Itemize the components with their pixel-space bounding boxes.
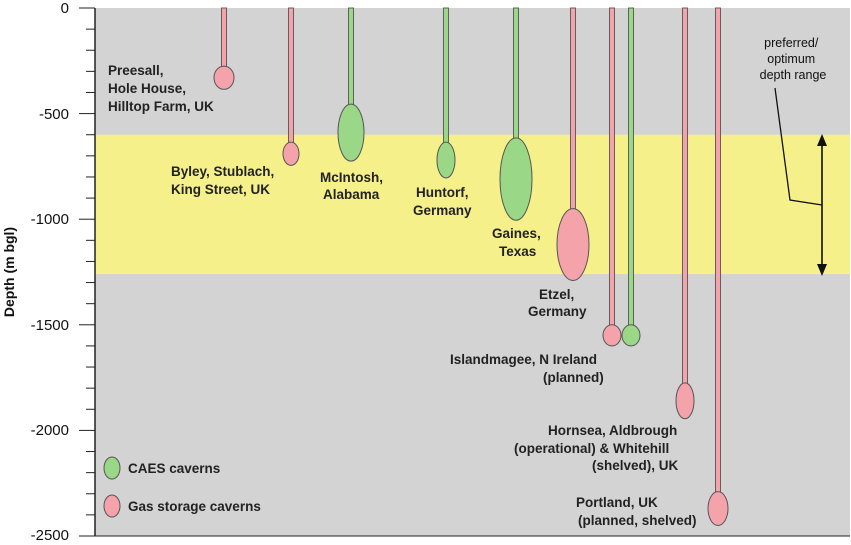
y-tick-label-0: 0 [61, 0, 69, 17]
cavern-shaft-islandmagee-caes [628, 7, 634, 328]
cavern-shaft-mcintosh [348, 7, 354, 107]
cavern-etzel [556, 208, 590, 281]
label-preesall: Preesall, Hole House, Hilltop Farm, UK [108, 63, 214, 114]
y-tick-label-1000: -1000 [31, 211, 69, 228]
label-hornsea: Hornsea, Aldbrough (operational) & White… [514, 423, 681, 473]
cavern-islandmagee-gas [602, 324, 622, 347]
label-huntorf: Huntorf, Germany [413, 185, 472, 218]
cavern-islandmagee-caes [621, 324, 641, 347]
band-note-leader [774, 87, 823, 206]
legend-gas-swatch [103, 494, 121, 518]
label-etzel: Etzel, Germany [528, 287, 587, 319]
y-tick-label-1500: -1500 [31, 317, 69, 334]
cavern-shaft-islandmagee-gas [609, 7, 615, 328]
cavern-mcintosh [337, 103, 365, 162]
cavern-shaft-portland [715, 7, 721, 495]
y-axis-title: Depth (m bgl) [1, 227, 17, 317]
y-tick-label-500: -500 [39, 106, 69, 123]
legend-caes-label: CAES caverns [128, 461, 220, 476]
label-byley: Byley, Stublach, King Street, UK [171, 164, 278, 197]
y-tick-label-2000: -2000 [31, 422, 69, 439]
y-tick-label-2500: -2500 [31, 527, 69, 544]
preferred-depth-band [95, 134, 850, 275]
cavern-shaft-huntorf [443, 7, 449, 145]
cavern-byley [282, 141, 300, 166]
legend-caes-swatch [103, 456, 121, 480]
cavern-shaft-byley [288, 7, 294, 145]
label-portland: Portland, UK (planned, shelved) [576, 495, 697, 528]
cavern-portland [707, 491, 729, 526]
label-islandmagee: Islandmagee, N Ireland (planned) [450, 352, 604, 385]
caverns-layer [213, 7, 729, 526]
legend-gas-label: Gas storage caverns [128, 499, 261, 514]
band-arrow-head-bottom [817, 264, 827, 276]
label-gaines: Gaines, Texas [492, 226, 545, 259]
y-axis-ticks [79, 7, 95, 537]
cavern-shaft-etzel [570, 7, 576, 212]
cavern-gaines [499, 137, 533, 221]
band-arrow-head-top [817, 134, 827, 146]
band-note: preferred/ optimum depth range [760, 36, 827, 82]
cavern-preesall [213, 65, 235, 90]
label-mcintosh: McIntosh, Alabama [320, 170, 387, 202]
cavern-huntorf [436, 141, 456, 179]
cavern-shaft-gaines [513, 7, 519, 141]
cavern-shaft-hornsea [682, 7, 688, 386]
cavern-shaft-preesall [221, 7, 227, 69]
cavern-hornsea [675, 382, 695, 420]
